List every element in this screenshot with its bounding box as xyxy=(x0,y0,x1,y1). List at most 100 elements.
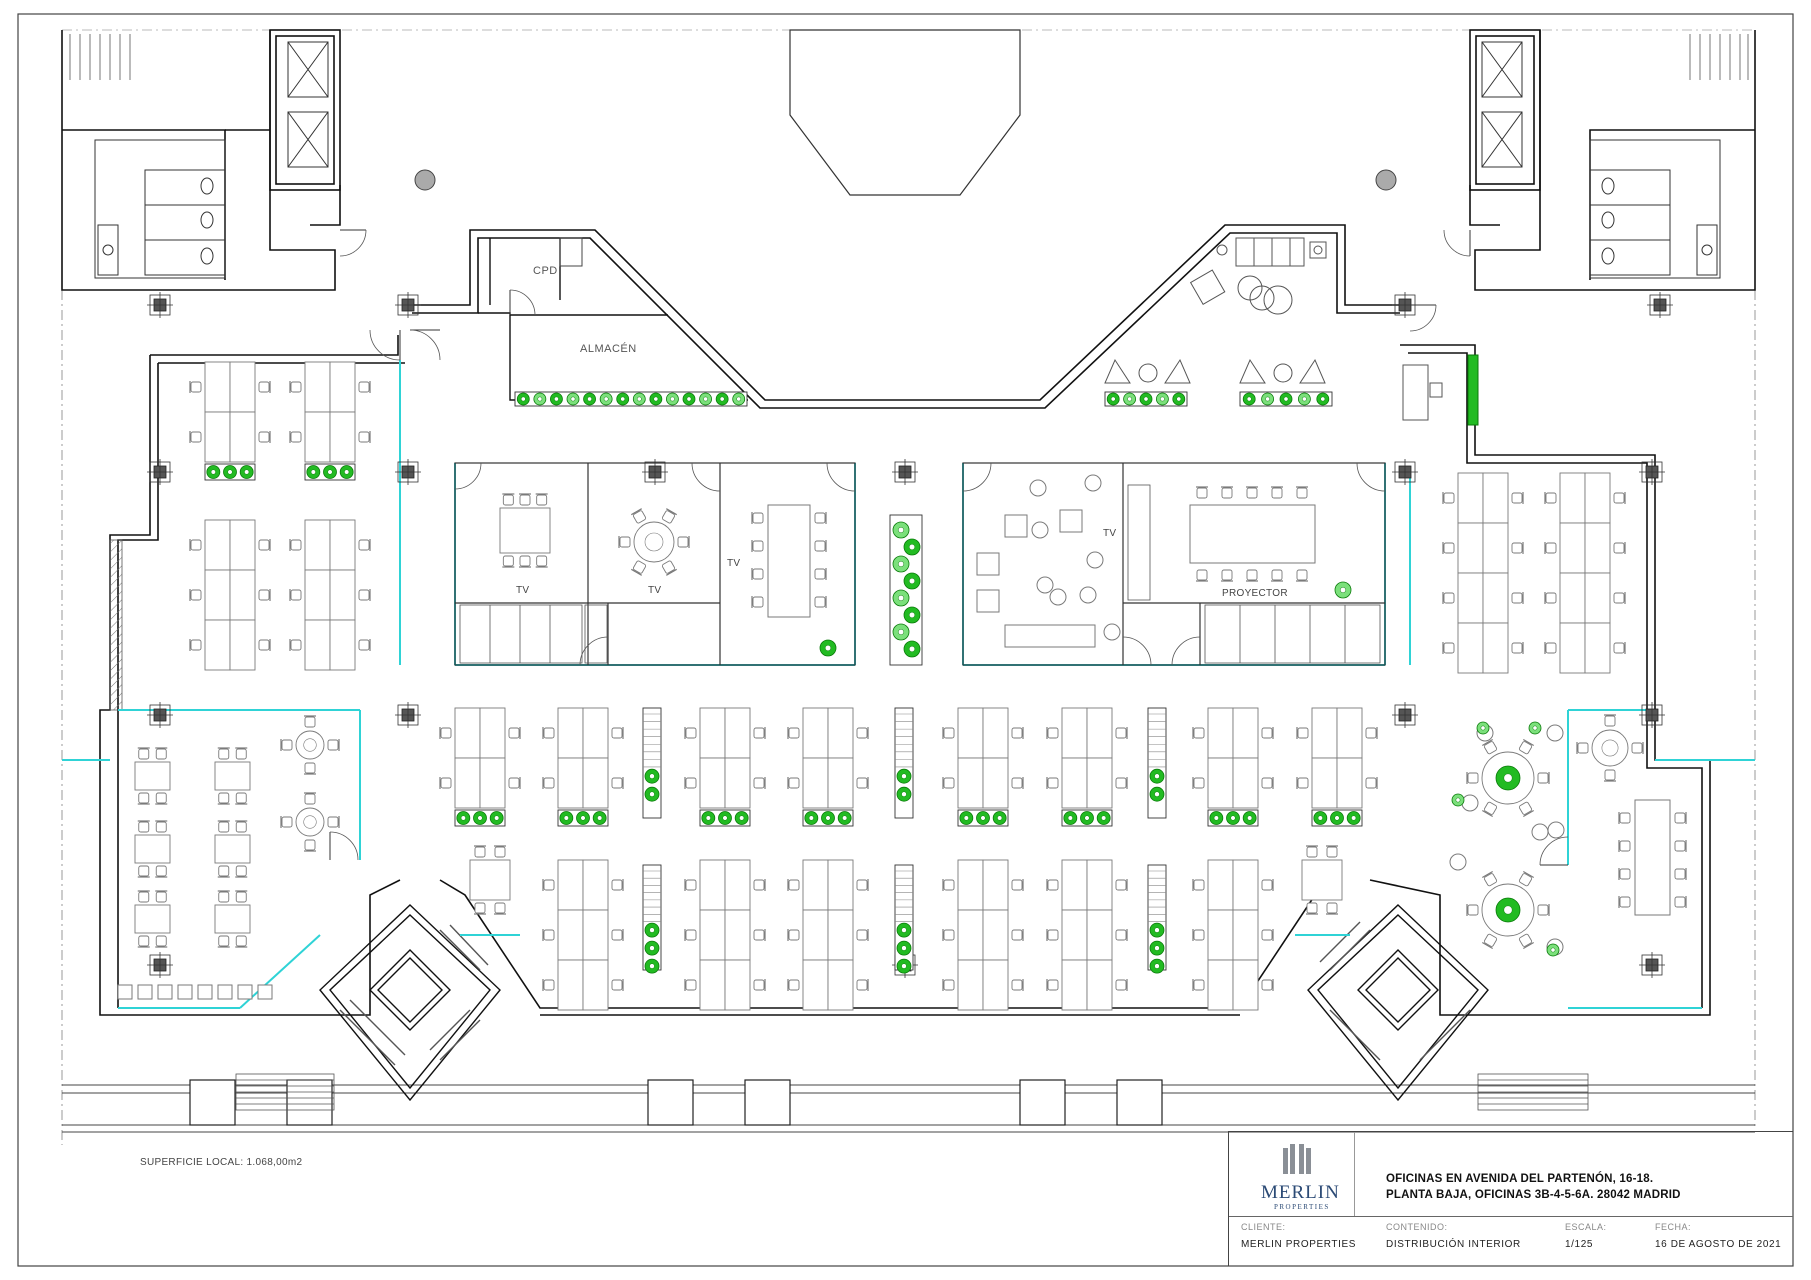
desk xyxy=(229,411,256,463)
chair xyxy=(502,555,515,568)
desk xyxy=(802,909,829,961)
chair xyxy=(217,890,230,903)
chair xyxy=(942,929,955,941)
door-swing xyxy=(691,462,721,492)
plant xyxy=(1298,392,1311,406)
desk xyxy=(827,859,854,911)
desk xyxy=(1232,959,1259,1011)
door-swing xyxy=(1443,229,1471,257)
chair xyxy=(751,540,764,552)
desk xyxy=(1086,859,1113,911)
chair xyxy=(1046,979,1059,991)
chair xyxy=(327,816,340,828)
chair xyxy=(753,879,766,891)
plant xyxy=(959,811,974,825)
desk xyxy=(982,859,1009,911)
desk xyxy=(229,569,256,621)
merlin-logo-icon xyxy=(1283,1144,1311,1174)
desk xyxy=(229,361,256,413)
chair xyxy=(189,639,202,651)
chair xyxy=(814,568,827,580)
core-left-stairs xyxy=(69,34,131,80)
chair xyxy=(856,979,869,991)
plant xyxy=(559,811,574,825)
meeting-table xyxy=(751,504,827,618)
chair xyxy=(1115,727,1128,739)
chair xyxy=(494,845,506,858)
desk xyxy=(1232,909,1259,961)
plant xyxy=(1149,768,1165,784)
desk xyxy=(582,909,609,961)
chair xyxy=(1674,812,1687,824)
chair xyxy=(1221,486,1233,499)
chair xyxy=(358,639,371,651)
chair xyxy=(1196,569,1208,582)
core-left xyxy=(61,29,341,291)
plant xyxy=(804,811,819,825)
column xyxy=(395,702,421,728)
core-right-toilets xyxy=(1589,139,1721,279)
chair xyxy=(235,820,248,833)
chair xyxy=(1466,772,1479,784)
chair xyxy=(1618,812,1631,824)
workstation-cluster xyxy=(289,519,371,671)
chair xyxy=(677,536,690,548)
desk xyxy=(1207,757,1234,809)
chair xyxy=(1261,727,1274,739)
plant xyxy=(1149,922,1165,938)
desk xyxy=(557,757,584,809)
chair xyxy=(787,979,800,991)
tv-label: TV xyxy=(516,585,530,596)
desk xyxy=(699,757,726,809)
kitchen-stools xyxy=(117,984,273,1000)
chair xyxy=(1115,879,1128,891)
workstation-cluster xyxy=(942,859,1024,1011)
chair xyxy=(1011,777,1024,789)
chair xyxy=(1518,801,1534,818)
chair xyxy=(217,865,230,878)
workstation-cluster xyxy=(542,707,624,827)
desk xyxy=(1559,472,1586,524)
chair xyxy=(1011,929,1024,941)
chair xyxy=(1613,542,1626,554)
desk xyxy=(304,569,331,621)
desk xyxy=(982,757,1009,809)
chair xyxy=(1046,879,1059,891)
room-label-cpd: CPD xyxy=(533,265,558,277)
chair xyxy=(611,929,624,941)
chair xyxy=(508,777,521,789)
plant xyxy=(903,572,921,590)
workstation-cluster xyxy=(1046,707,1128,827)
workstation-cluster xyxy=(189,361,271,481)
chair xyxy=(611,879,624,891)
plant xyxy=(701,811,716,825)
tv-label: TV xyxy=(648,585,662,596)
desk xyxy=(454,757,481,809)
workstation-cluster xyxy=(289,361,371,481)
desk xyxy=(1457,472,1484,524)
desk xyxy=(1086,757,1113,809)
plant xyxy=(1495,897,1521,923)
plant xyxy=(819,639,837,657)
round-table xyxy=(280,792,340,852)
planter-strip xyxy=(1147,707,1167,819)
chair xyxy=(1271,569,1283,582)
chair xyxy=(155,792,168,805)
desk xyxy=(1207,959,1234,1011)
project-title-line-1: OFICINAS EN AVENIDA DEL PARTENÓN, 16-18. xyxy=(1386,1173,1654,1185)
chair xyxy=(1511,492,1524,504)
plant xyxy=(892,521,910,539)
chair xyxy=(258,589,271,601)
plant xyxy=(1476,721,1490,735)
chair xyxy=(519,493,531,506)
logo-name: MERLIN xyxy=(1261,1182,1340,1203)
desk xyxy=(802,859,829,911)
chair xyxy=(753,777,766,789)
plant xyxy=(616,392,630,406)
title-block-divider xyxy=(1354,1132,1355,1216)
plant xyxy=(896,768,912,784)
chair xyxy=(1631,742,1644,754)
round-table xyxy=(1576,714,1644,782)
core-right-elevators xyxy=(1481,41,1523,168)
column xyxy=(1639,702,1665,728)
